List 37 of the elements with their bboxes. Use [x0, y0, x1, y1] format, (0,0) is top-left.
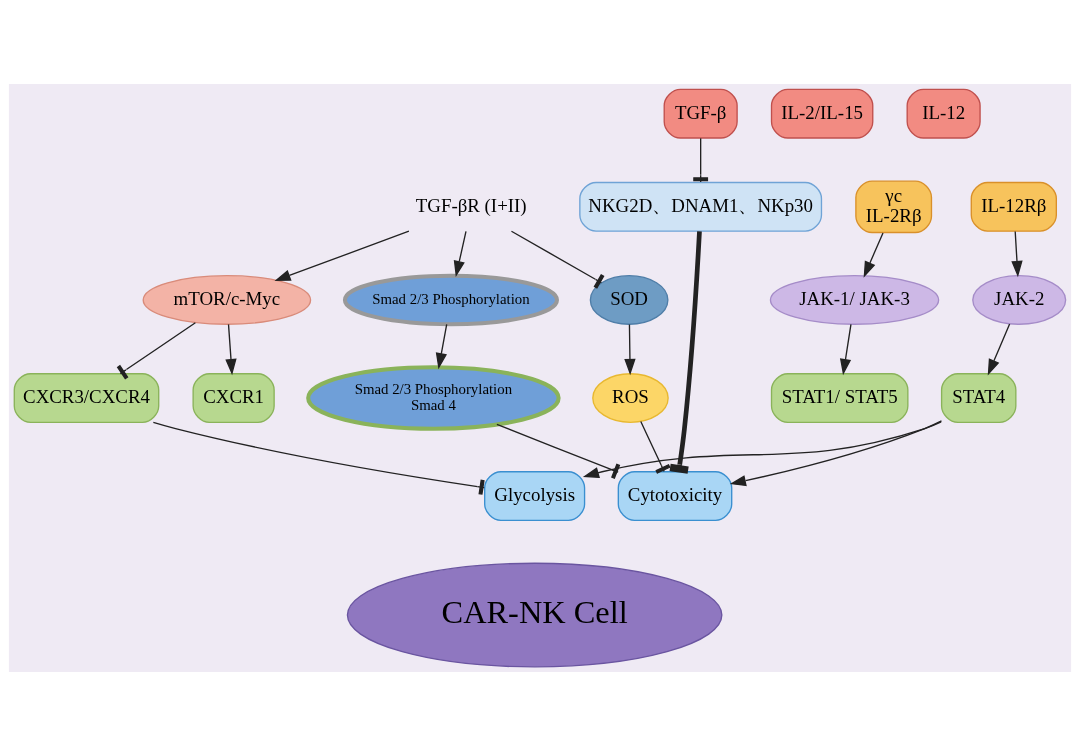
connector: [152, 421, 485, 495]
node-ellipse: ROS: [592, 372, 669, 423]
node-box: IL-12Rβ: [970, 181, 1057, 232]
connector: [510, 230, 605, 289]
node-box: STAT4: [940, 372, 1017, 423]
arrow: [987, 322, 1011, 375]
node-box: TGF-β: [663, 88, 738, 139]
node-box: IL-2/IL-15: [770, 88, 874, 139]
node-box: IL-12: [906, 88, 981, 139]
arrow: [274, 230, 410, 281]
arrow: [435, 323, 448, 369]
node-box: CXCR1: [192, 372, 275, 423]
connector: [496, 423, 621, 479]
arrow: [453, 230, 467, 277]
node-ellipse: mTOR/c-Myc: [142, 274, 312, 325]
arrow: [729, 419, 943, 486]
node-text: TGF-βR (I+II): [415, 194, 527, 216]
connector: [640, 420, 671, 474]
node-ellipse: Smad 2/3 Phosphorylation: [342, 273, 559, 326]
node-ellipse: JAK-2: [972, 274, 1067, 325]
node-ellipse: Smad 2/3 Phosphorylation Smad 4: [306, 364, 561, 431]
node-box: STAT1/ STAT5: [770, 372, 909, 423]
arrow: [624, 323, 636, 375]
node-box: Cytotoxicity: [617, 470, 733, 521]
connector: [669, 230, 702, 474]
node-box: NKG2D、DNAM1、NKp30: [579, 181, 823, 232]
arrow: [863, 231, 884, 278]
node-box: CXCR3/CXCR4: [13, 372, 160, 423]
node-box: γc IL-2Rβ: [855, 180, 933, 233]
connector: [116, 321, 197, 379]
node-ellipse: CAR-NK Cell: [346, 562, 723, 668]
arrow: [1011, 230, 1023, 277]
node-ellipse: JAK-1/ JAK-3: [769, 274, 940, 325]
arrow: [839, 323, 852, 375]
arrow: [582, 420, 942, 478]
node-box: Glycolysis: [484, 470, 586, 521]
arrow: [225, 323, 237, 375]
